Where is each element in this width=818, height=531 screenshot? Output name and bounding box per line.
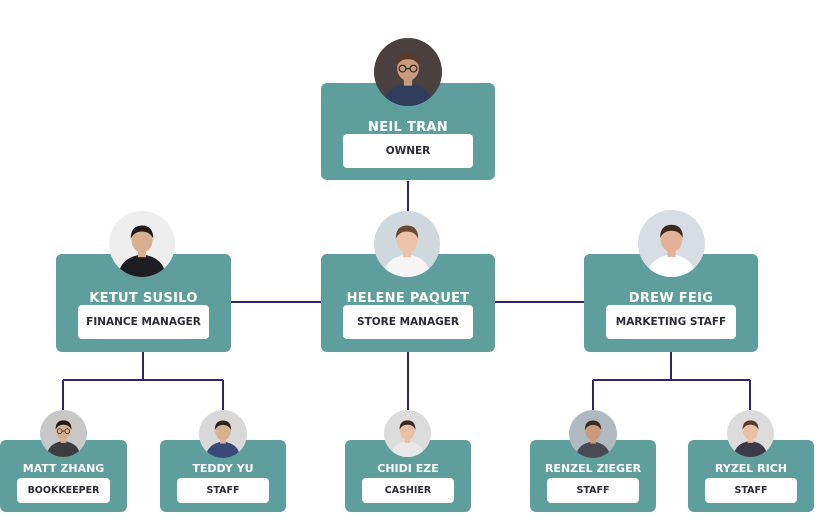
avatar-ketut-susilo	[109, 211, 175, 277]
node-role-teddy: STAFF	[177, 478, 269, 503]
node-role-cashier: CASHIER	[362, 478, 454, 503]
avatar-renzel-zieger	[569, 410, 617, 458]
node-role-finance-manager: FINANCE MANAGER	[78, 305, 209, 339]
node-name-finance-manager: KETUT SUSILO	[89, 291, 198, 306]
avatar-chidi-eze	[384, 410, 431, 457]
node-name-ryzel: RYZEL RICH	[714, 462, 787, 475]
node-name-teddy: TEDDY YU	[192, 462, 254, 475]
avatar-helene-paquet	[374, 211, 440, 277]
node-name-marketing-staff: DREW FEIG	[628, 291, 714, 306]
node-role-store-manager: STORE MANAGER	[343, 305, 473, 339]
node-role-marketing-staff: MARKETING STAFF	[606, 305, 736, 339]
avatar-teddy-yu	[199, 410, 247, 458]
avatar-neil-tran	[374, 38, 442, 106]
node-name-owner: NEIL TRAN	[368, 120, 448, 135]
node-role-bookkeeper: BOOKKEEPER	[17, 478, 110, 503]
node-role-ryzel: STAFF	[705, 478, 797, 503]
node-role-owner: OWNER	[343, 134, 473, 168]
node-card-store-manager[interactable]: HELENE PAQUET STORE MANAGER	[321, 254, 495, 352]
node-role-renzel: STAFF	[547, 478, 639, 503]
node-name-bookkeeper: MATT ZHANG	[22, 462, 105, 475]
node-card-teddy[interactable]: TEDDY YU STAFF	[160, 440, 286, 512]
avatar-ryzel-rich	[727, 410, 774, 457]
avatar-matt-zhang	[40, 410, 87, 457]
node-card-finance-manager[interactable]: KETUT SUSILO FINANCE MANAGER	[56, 254, 231, 352]
node-name-store-manager: HELENE PAQUET	[346, 291, 470, 306]
avatar-drew-feig	[638, 210, 705, 277]
node-name-cashier: CHIDI EZE	[377, 462, 439, 475]
node-name-renzel: RENZEL ZIEGER	[544, 462, 642, 475]
